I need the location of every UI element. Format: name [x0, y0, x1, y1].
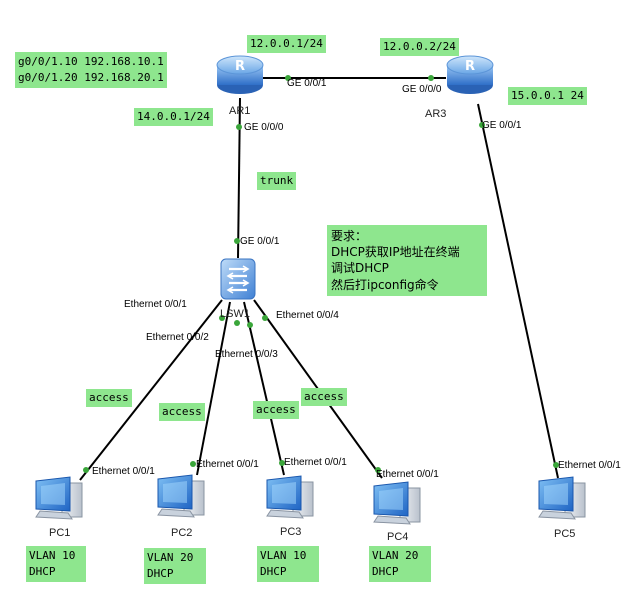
port-label: Ethernet 0/0/1: [558, 460, 621, 471]
note-line: VLAN 20: [372, 549, 419, 562]
note-ip: 12.0.0.1/24: [247, 35, 326, 54]
port-label: GE 0/0/1: [240, 236, 280, 247]
router-icon[interactable]: R: [446, 55, 494, 94]
device-label-pc4: PC4: [387, 531, 409, 543]
device-label-ar3: AR3: [425, 108, 447, 120]
pc-icon[interactable]: [35, 476, 83, 520]
note-line: VLAN 10: [260, 549, 307, 562]
note-link-mode: access: [159, 403, 205, 422]
port-dot: [234, 238, 240, 244]
note-line: VLAN 20: [147, 551, 194, 564]
device-label-lsw1: LSW1: [220, 308, 250, 320]
port-label: GE 0/0/1: [482, 120, 522, 131]
port-label: Ethernet 0/0/3: [215, 349, 278, 360]
device-label-pc3: PC3: [280, 526, 302, 538]
note-line: DHCP获取IP地址在终端: [331, 245, 460, 260]
note-pc2-vlan: VLAN 20 DHCP: [144, 548, 206, 584]
note-link-mode: access: [86, 389, 132, 408]
port-label: GE 0/0/1: [287, 78, 327, 89]
note-ip: 12.0.0.2/24: [380, 38, 459, 57]
pc-icon[interactable]: [157, 474, 205, 518]
link-lsw1-pc2: [196, 301, 231, 476]
port-dot: [236, 124, 242, 130]
port-label: Ethernet 0/0/1: [196, 459, 259, 470]
port-dot: [247, 322, 253, 328]
note-pc3-vlan: VLAN 10 DHCP: [257, 546, 319, 582]
note-pc4-vlan: VLAN 20 DHCP: [369, 546, 431, 582]
note-pc1-vlan: VLAN 10 DHCP: [26, 546, 86, 582]
port-label: Ethernet 0/0/1: [124, 299, 187, 310]
router-icon[interactable]: R: [216, 55, 264, 94]
pc-icon[interactable]: [266, 475, 314, 519]
port-label: GE 0/0/0: [244, 122, 284, 133]
link-lsw1-pc3: [243, 301, 285, 476]
note-line: DHCP: [260, 564, 287, 578]
port-dot: [83, 467, 89, 473]
port-dot: [285, 75, 291, 81]
note-line: 然后打ipconfig命令: [331, 277, 439, 292]
pc-icon[interactable]: [373, 481, 421, 525]
pc-icon[interactable]: [538, 476, 586, 520]
device-label-pc2: PC2: [171, 527, 193, 539]
port-dot: [428, 75, 434, 81]
link-ar3-pc5: [477, 103, 559, 479]
port-label: Ethernet 0/0/2: [146, 332, 209, 343]
svg-text:R: R: [235, 59, 245, 74]
note-ip: 14.0.0.1/24: [134, 108, 213, 127]
note-ip: 15.0.0.1 24: [508, 87, 587, 106]
port-label: Ethernet 0/0/1: [376, 469, 439, 480]
port-dot: [219, 315, 225, 321]
port-label: GE 0/0/0: [402, 84, 442, 95]
note-link-mode: access: [253, 401, 299, 420]
note-line: DHCP: [29, 564, 56, 578]
port-dot: [190, 461, 196, 467]
port-dot: [479, 122, 485, 128]
link-lsw1-pc1: [79, 299, 223, 481]
port-label: Ethernet 0/0/4: [276, 310, 339, 321]
note-line: DHCP: [147, 566, 174, 580]
device-label-pc5: PC5: [554, 528, 576, 540]
note-line: g0/0/1.20 192.168.20.1: [18, 70, 164, 84]
note-line: VLAN 10: [29, 549, 76, 562]
note-line: DHCP: [372, 564, 399, 578]
port-dot: [279, 460, 285, 466]
note-requirement: 要求： DHCP获取IP地址在终端 调试DHCP 然后打ipconfig命令: [327, 225, 487, 296]
device-label-pc1: PC1: [49, 527, 71, 539]
note-line: g0/0/1.10 192.168.10.1: [18, 55, 164, 68]
svg-text:R: R: [465, 59, 475, 74]
port-dot: [234, 320, 240, 326]
port-dot: [375, 467, 381, 473]
port-label: Ethernet 0/0/1: [92, 466, 155, 477]
port-label: Ethernet 0/0/1: [284, 457, 347, 468]
note-line: 调试DHCP: [331, 261, 389, 276]
note-link-mode: trunk: [257, 172, 297, 191]
switch-icon[interactable]: [220, 258, 256, 300]
note-link-mode: access: [301, 388, 347, 407]
note-line: 要求：: [331, 229, 368, 243]
note-subinterfaces: g0/0/1.10 192.168.10.1 g0/0/1.20 192.168…: [15, 52, 167, 88]
link-ar1-lsw1: [237, 97, 241, 259]
port-dot: [262, 315, 268, 321]
port-dot: [553, 462, 559, 468]
device-label-ar1: AR1: [229, 105, 251, 117]
